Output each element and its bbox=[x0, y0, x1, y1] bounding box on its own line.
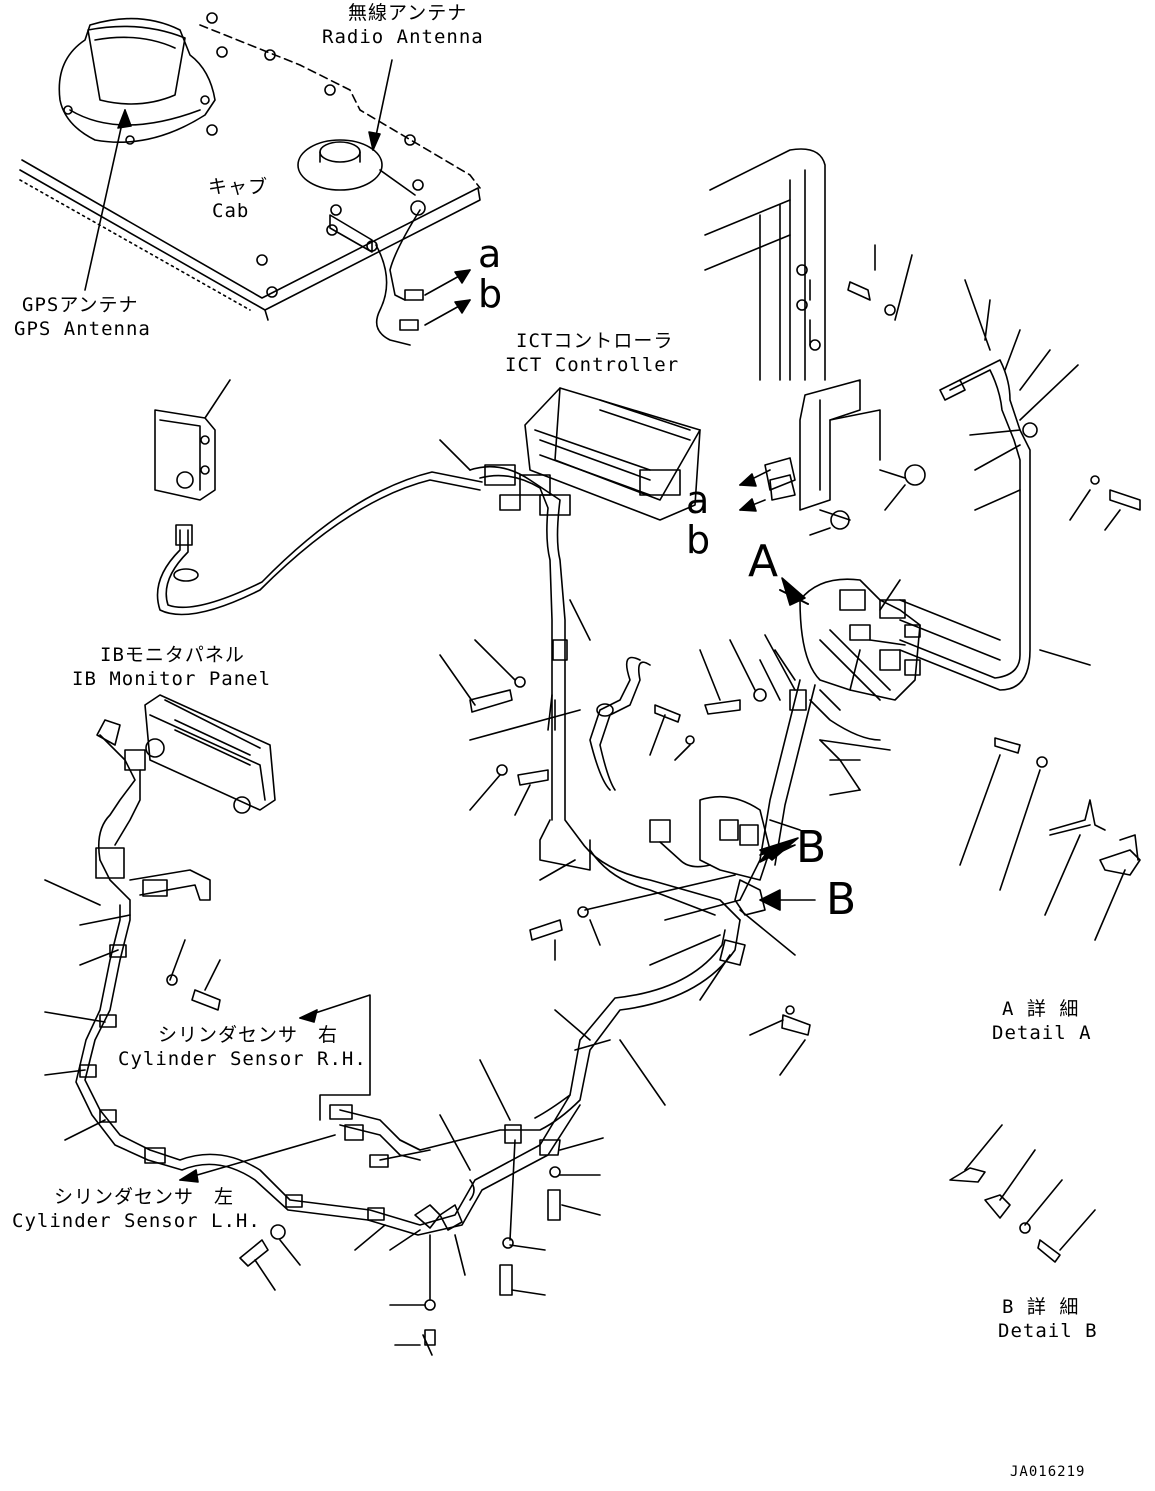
harness-upper bbox=[156, 479, 481, 616]
ict-controller-label: ICT Controller bbox=[505, 354, 680, 376]
marker-b-top: b bbox=[478, 272, 503, 316]
monitor-bracket bbox=[154, 379, 231, 501]
detail-a-label-jp: A 詳 細 bbox=[1002, 998, 1080, 1020]
radio-antenna-label-jp: 無線アンテナ bbox=[348, 2, 468, 24]
cab-label-jp: キャブ bbox=[208, 176, 269, 198]
cylinder-sensor-rh-label: Cylinder Sensor R.H. bbox=[118, 1048, 367, 1070]
marker-B-upper: B bbox=[796, 822, 827, 873]
radio-antenna-shape bbox=[297, 139, 426, 346]
marker-a-mid: a bbox=[686, 478, 710, 522]
marker-B-lower: B bbox=[826, 874, 857, 925]
monitor-panel-label: IB Monitor Panel bbox=[72, 668, 272, 690]
ict-controller-shape bbox=[524, 387, 701, 521]
bolts-right-upper bbox=[809, 244, 926, 536]
radio-antenna-label: Radio Antenna bbox=[322, 26, 484, 48]
cab-bolts bbox=[206, 12, 424, 298]
gps-leader bbox=[84, 109, 126, 291]
center-bolts bbox=[439, 639, 811, 1076]
middle-connector bbox=[649, 795, 771, 916]
cylinder-sensor-lh-label-jp: シリンダセンサ 左 bbox=[54, 1186, 235, 1208]
detail-a-parts bbox=[959, 737, 1141, 941]
monitor-panel-label-jp: IBモニタパネル bbox=[100, 644, 245, 666]
detail-a-cluster bbox=[739, 578, 921, 901]
lower-leaders bbox=[44, 659, 891, 1356]
harness-lower bbox=[75, 719, 746, 1236]
harness-right bbox=[899, 359, 1031, 691]
cab-roof bbox=[19, 12, 481, 321]
monitor-panel-shape bbox=[144, 694, 276, 814]
gps-antenna-label: GPS Antenna bbox=[14, 318, 151, 340]
detail-b-label: Detail B bbox=[998, 1320, 1098, 1342]
cab-label: Cab bbox=[212, 200, 250, 222]
cylinder-sensor-rh-label-jp: シリンダセンサ 右 bbox=[158, 1024, 339, 1046]
drawing-number: JA016219 bbox=[1010, 1464, 1086, 1480]
detail-b-label-jp: B 詳 細 bbox=[1002, 1296, 1080, 1318]
gps-antenna-label-jp: GPSアンテナ bbox=[22, 294, 139, 316]
ict-controller-label-jp: ICTコントローラ bbox=[516, 330, 674, 352]
marker-A: A bbox=[748, 536, 779, 587]
marker-a-top: a bbox=[478, 232, 502, 276]
detail-b-parts bbox=[949, 1124, 1096, 1263]
cab-frame-right bbox=[704, 148, 881, 511]
detail-a-label: Detail A bbox=[992, 1022, 1092, 1044]
gps-antenna-shape bbox=[58, 17, 216, 145]
marker-b-mid: b bbox=[686, 518, 711, 562]
cylinder-sensor-lh-label: Cylinder Sensor L.H. bbox=[12, 1210, 261, 1232]
